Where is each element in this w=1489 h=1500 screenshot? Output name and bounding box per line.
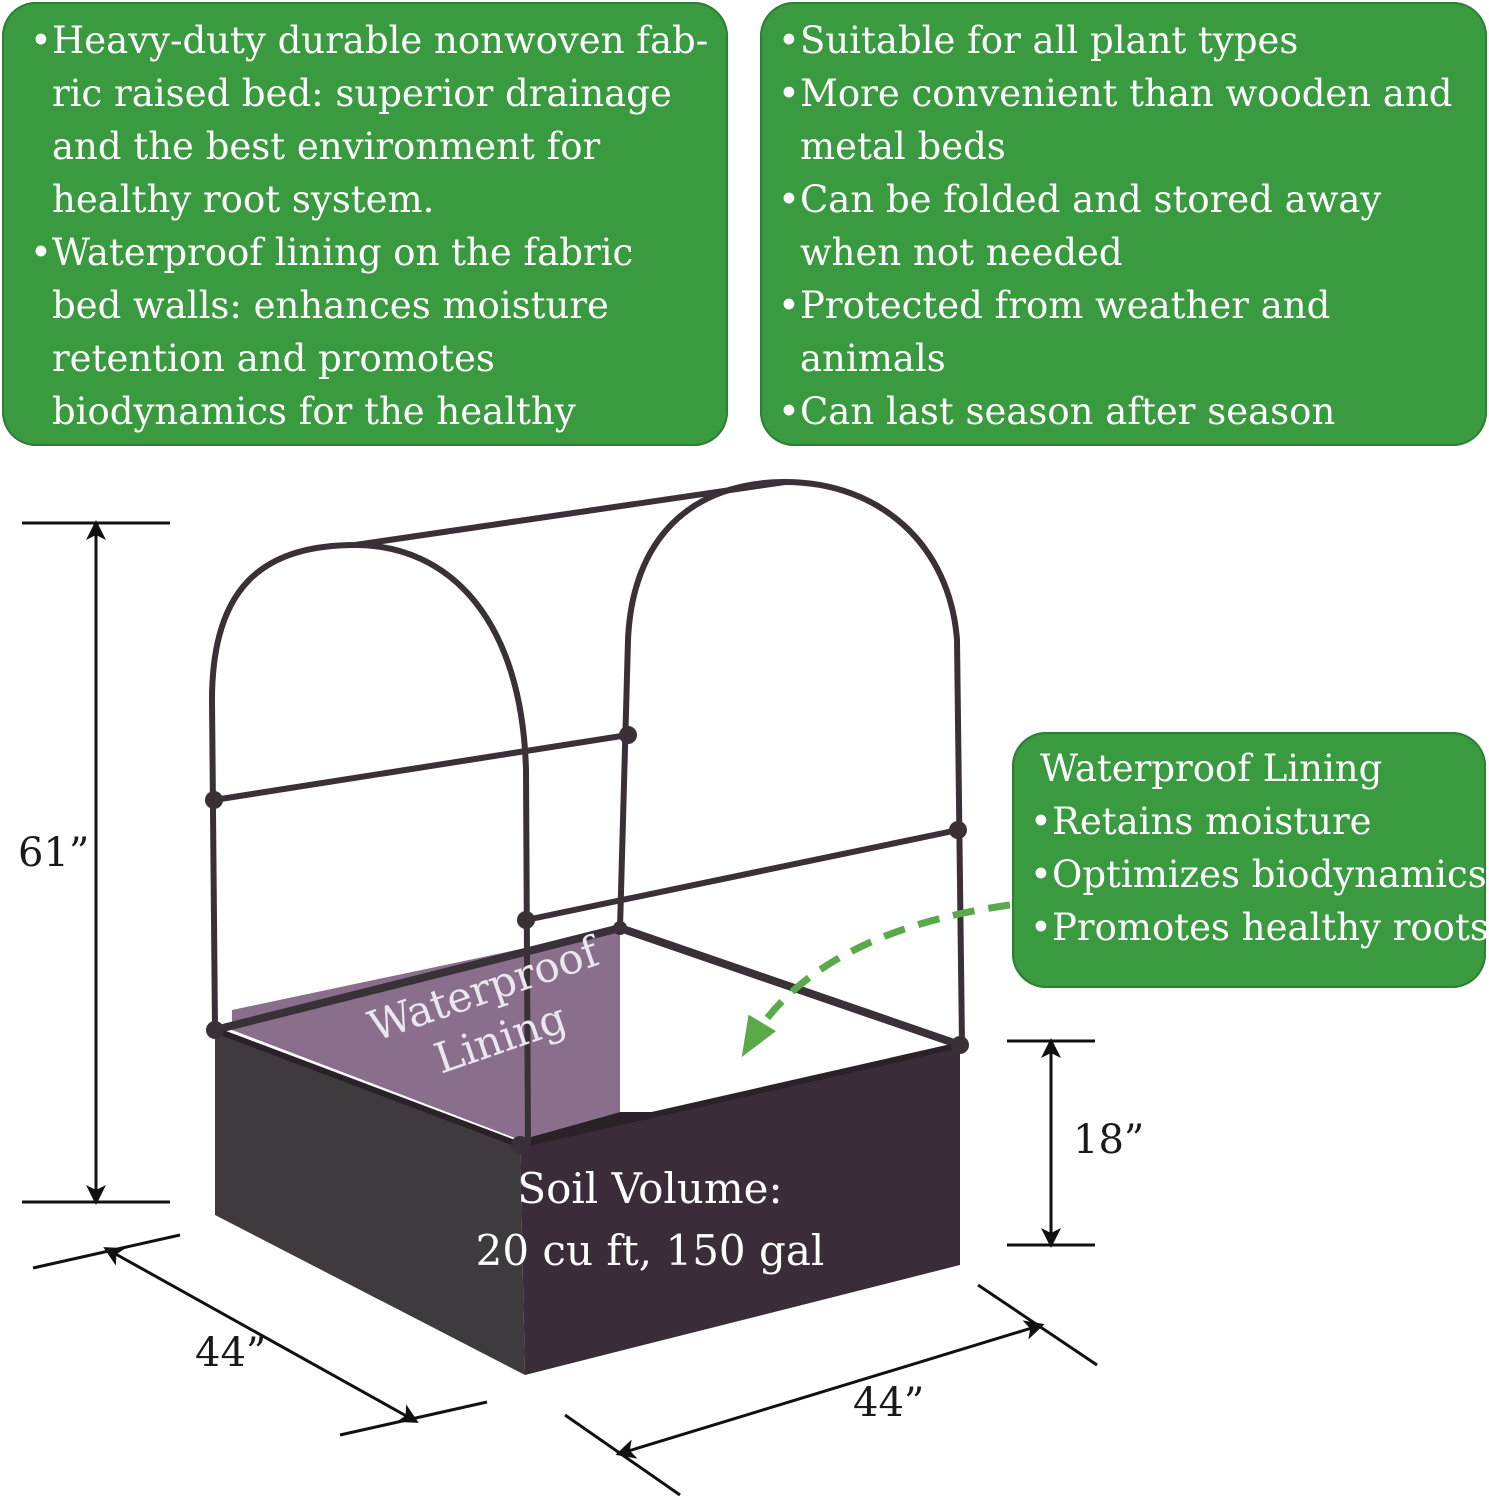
- feature-item: Can last season after season: [778, 385, 1478, 438]
- lining-back-wall: [232, 928, 620, 1140]
- feature-item: Protected from weather and animals: [778, 279, 1478, 385]
- frame-ridge-bar: [354, 479, 786, 548]
- features-callout-left: Heavy-duty durable nonwoven fab-ric rais…: [2, 2, 728, 486]
- bed-front-left-face: [215, 1030, 525, 1375]
- features-callout-right: Suitable for all plant types More conven…: [760, 2, 1487, 446]
- frame-side-bar-right: [525, 827, 959, 923]
- lining-benefit-item: Promotes healthy roots: [1030, 901, 1489, 954]
- feature-item: Can be folded and stored away when not n…: [778, 173, 1478, 279]
- depth-dimension-label: 44”: [195, 1330, 267, 1376]
- feature-item: Waterproof lining on the fabric bed wall…: [30, 226, 710, 491]
- width-dimension-label: 44”: [853, 1380, 925, 1426]
- feature-item: Suitable for all plant types: [778, 14, 1478, 67]
- soil-volume-title: Soil Volume:: [517, 1164, 783, 1213]
- lining-benefit-item: Retains moisture: [1030, 795, 1489, 848]
- depth-dimension-arrow: [103, 1247, 419, 1423]
- lining-callout-heading: Waterproof Lining: [1040, 747, 1383, 790]
- soil-volume-value: 20 cu ft, 150 gal: [475, 1226, 825, 1275]
- bed-front-right-face: [520, 1045, 960, 1375]
- lining-callout: Waterproof Lining Retains moisture Optim…: [1012, 732, 1489, 988]
- features-list-left: Heavy-duty durable nonwoven fab-ric rais…: [30, 14, 710, 491]
- lining-pointer-arrow: [741, 901, 1011, 1058]
- bed-height-dimension-label: 18”: [1073, 1117, 1145, 1163]
- feature-item: Heavy-duty durable nonwoven fab-ric rais…: [30, 14, 710, 226]
- width-dimension-arrow: [615, 1320, 1045, 1459]
- lining-callout-list: Retains moisture Optimizes biodynamics P…: [1030, 795, 1489, 954]
- soil-volume-label: Soil Volume: 20 cu ft, 150 gal: [440, 1158, 860, 1282]
- height-dimension-label: 61”: [18, 830, 90, 876]
- feature-item: More convenient than wooden and metal be…: [778, 67, 1478, 173]
- lining-benefit-item: Optimizes biodynamics: [1030, 848, 1489, 901]
- frame-side-bar-left: [213, 732, 629, 803]
- features-list-right: Suitable for all plant types More conven…: [778, 14, 1478, 438]
- inner-right-wall: [620, 928, 950, 1112]
- frame-connectors: [205, 726, 969, 1154]
